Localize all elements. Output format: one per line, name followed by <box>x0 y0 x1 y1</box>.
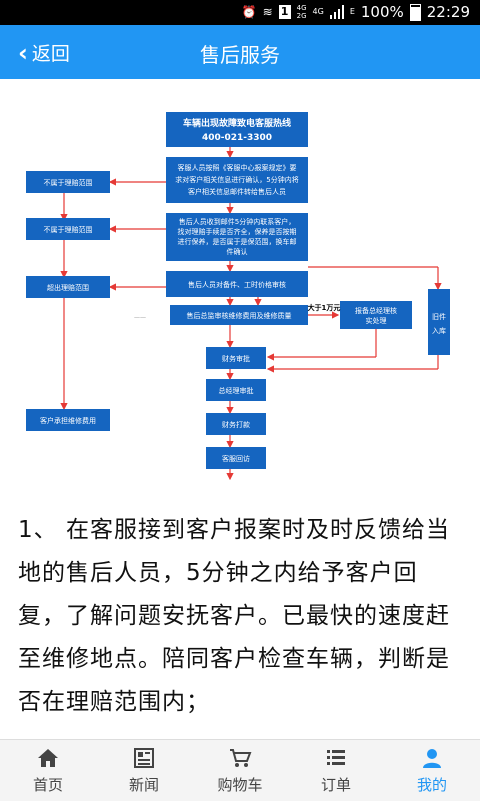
flow-mid-note: —— <box>134 314 146 321</box>
flow-step3-line3: 进行保养，是否属于是保范围，换车邮 <box>178 237 297 246</box>
tab-cart-label: 购物车 <box>217 776 263 794</box>
flow-step4: 售后人员对备件、工时价格审核 <box>188 280 286 289</box>
bottom-tab-bar: 首页 新闻 购物车 订单 我的 <box>0 739 480 801</box>
flow-left3: 超出理赔范围 <box>47 283 89 292</box>
flow-left4: 客户承担维修费用 <box>40 416 96 425</box>
tab-orders-label: 订单 <box>320 776 351 794</box>
data-letter: E <box>349 7 355 16</box>
flow-left1: 不属于理赔范围 <box>44 178 93 187</box>
page-title: 售后服务 <box>200 43 280 67</box>
flow-step2-line1: 客服人员按照《客服中心报案规定》要 <box>178 163 297 172</box>
flow-left2: 不属于理赔范围 <box>44 225 93 234</box>
tab-mine-label: 我的 <box>416 776 447 794</box>
flow-branch-label: 大于1万元 <box>308 303 341 312</box>
flow-step3-line4: 件确认 <box>227 247 248 256</box>
content-area[interactable]: 车辆出现故障致电客服热线 400-021-3300 客服人员按照《客服中心报案规… <box>0 79 480 739</box>
network-type: 4G 2G <box>296 4 307 20</box>
flow-branch-line2: 实处理 <box>366 316 387 325</box>
list-icon <box>327 750 345 765</box>
tab-home[interactable]: 首页 <box>0 740 96 801</box>
flow-step5: 售后总监审核维修费用及维修质量 <box>187 311 292 320</box>
signal-label: 4G <box>312 7 324 16</box>
tab-orders[interactable]: 订单 <box>288 740 384 801</box>
home-icon <box>38 749 58 767</box>
app-header: ‹ 返回 售后服务 <box>0 25 480 79</box>
article-text: 1、 在客服接到客户报案时及时反馈给当地的售后人员，5分钟之内给予客户回复，了解… <box>18 517 450 715</box>
flow-step6: 财务审批 <box>222 354 250 363</box>
flow-step7: 总经理审批 <box>219 386 254 395</box>
flow-step3-line2: 找对理赔手续是否齐全，保养是否按期 <box>178 227 297 236</box>
tab-news[interactable]: 新闻 <box>96 740 192 801</box>
battery-percent: 100% <box>360 3 404 21</box>
status-bar: ⏰ ≋ 1 4G 2G 4G E 100% 22:29 <box>0 0 480 25</box>
tab-home-label: 首页 <box>32 776 63 794</box>
flow-return-line2: 入库 <box>432 326 446 335</box>
cart-icon <box>230 749 252 767</box>
tab-cart[interactable]: 购物车 <box>192 740 288 801</box>
flow-return-line1: 旧件 <box>432 312 446 321</box>
back-button[interactable]: ‹ 返回 <box>18 39 70 66</box>
alarm-icon: ⏰ <box>241 5 257 19</box>
flow-step9: 客服回访 <box>222 454 250 463</box>
flow-step8: 财务打款 <box>222 420 250 429</box>
service-flowchart: 车辆出现故障致电客服热线 400-021-3300 客服人员按照《客服中心报案规… <box>26 112 450 481</box>
back-label: 返回 <box>31 43 70 65</box>
flow-step2-line3: 客户相关信息邮件转给售后人员 <box>188 187 286 196</box>
flow-hotline-number: 400-021-3300 <box>202 133 272 143</box>
battery-icon <box>409 3 421 21</box>
clock: 22:29 <box>426 3 470 21</box>
tab-mine[interactable]: 我的 <box>384 740 480 801</box>
news-icon <box>134 748 154 768</box>
flow-hotline: 车辆出现故障致电客服热线 <box>183 117 291 129</box>
flow-branch-line1: 报备总经理核 <box>355 306 397 315</box>
user-icon <box>423 749 441 768</box>
tab-news-label: 新闻 <box>128 776 159 794</box>
wifi-icon: ≋ <box>262 5 273 19</box>
flow-step2-line2: 求对客户相关信息进行确认，5分钟内将 <box>175 175 298 184</box>
sim-badge: 1 <box>278 5 291 19</box>
signal-icon <box>329 5 344 19</box>
flow-step3-line1: 售后人员收到邮件5分钟内联系客户， <box>179 217 295 226</box>
chevron-left-icon: ‹ <box>18 38 28 67</box>
